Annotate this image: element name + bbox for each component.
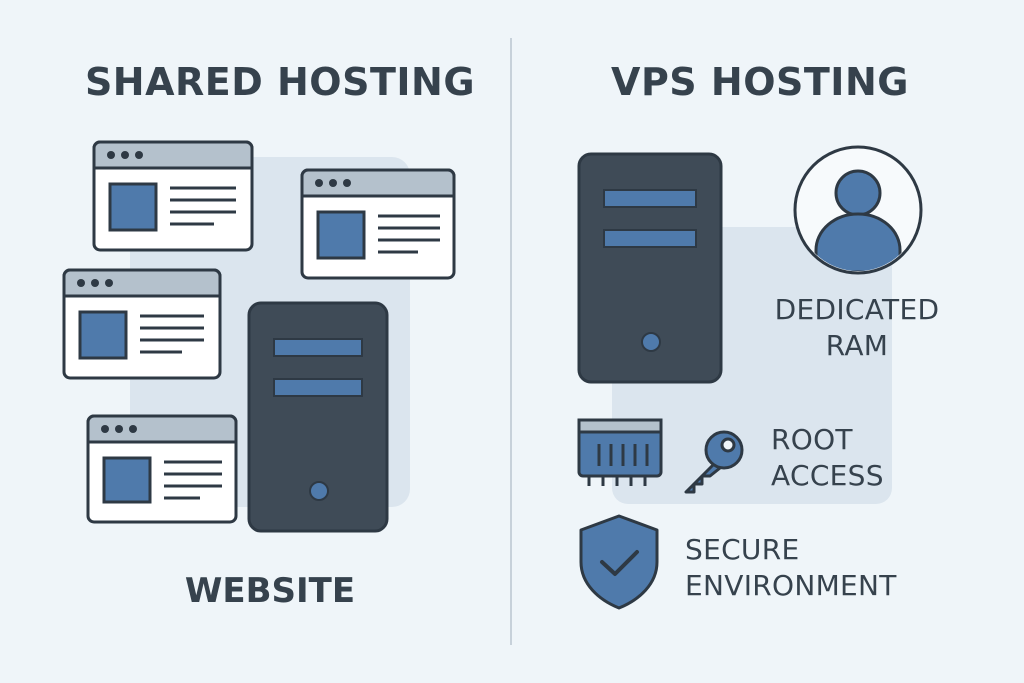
root-access-line-1: ROOT: [771, 423, 853, 456]
shared-hosting-title: SHARED HOSTING: [84, 60, 476, 104]
dedicated-ram-line-1: DEDICATED: [774, 293, 940, 326]
secure-environment-line-2: ENVIRONMENT: [685, 569, 897, 602]
dedicated-ram-line-2: RAM: [825, 329, 889, 362]
dedicated-ram-label: DEDICATED RAM: [762, 292, 952, 364]
website-caption: WEBSITE: [184, 571, 356, 611]
server-icon: [577, 152, 723, 384]
shield-check-icon: [579, 514, 659, 610]
secure-environment-line-1: SECURE: [685, 533, 800, 566]
vps-hosting-title: VPS HOSTING: [611, 60, 909, 104]
key-icon: [684, 430, 744, 494]
user-icon: [793, 145, 923, 275]
browser-window-icon: [300, 168, 456, 280]
server-icon: [247, 301, 389, 533]
browser-window-icon: [62, 268, 222, 380]
root-access-line-2: ACCESS: [771, 459, 884, 492]
root-access-label: ROOT ACCESS: [771, 422, 884, 494]
browser-window-icon: [92, 140, 254, 252]
browser-window-icon: [86, 414, 238, 524]
secure-environment-label: SECURE ENVIRONMENT: [685, 532, 897, 604]
ram-module-icon: [577, 418, 663, 486]
